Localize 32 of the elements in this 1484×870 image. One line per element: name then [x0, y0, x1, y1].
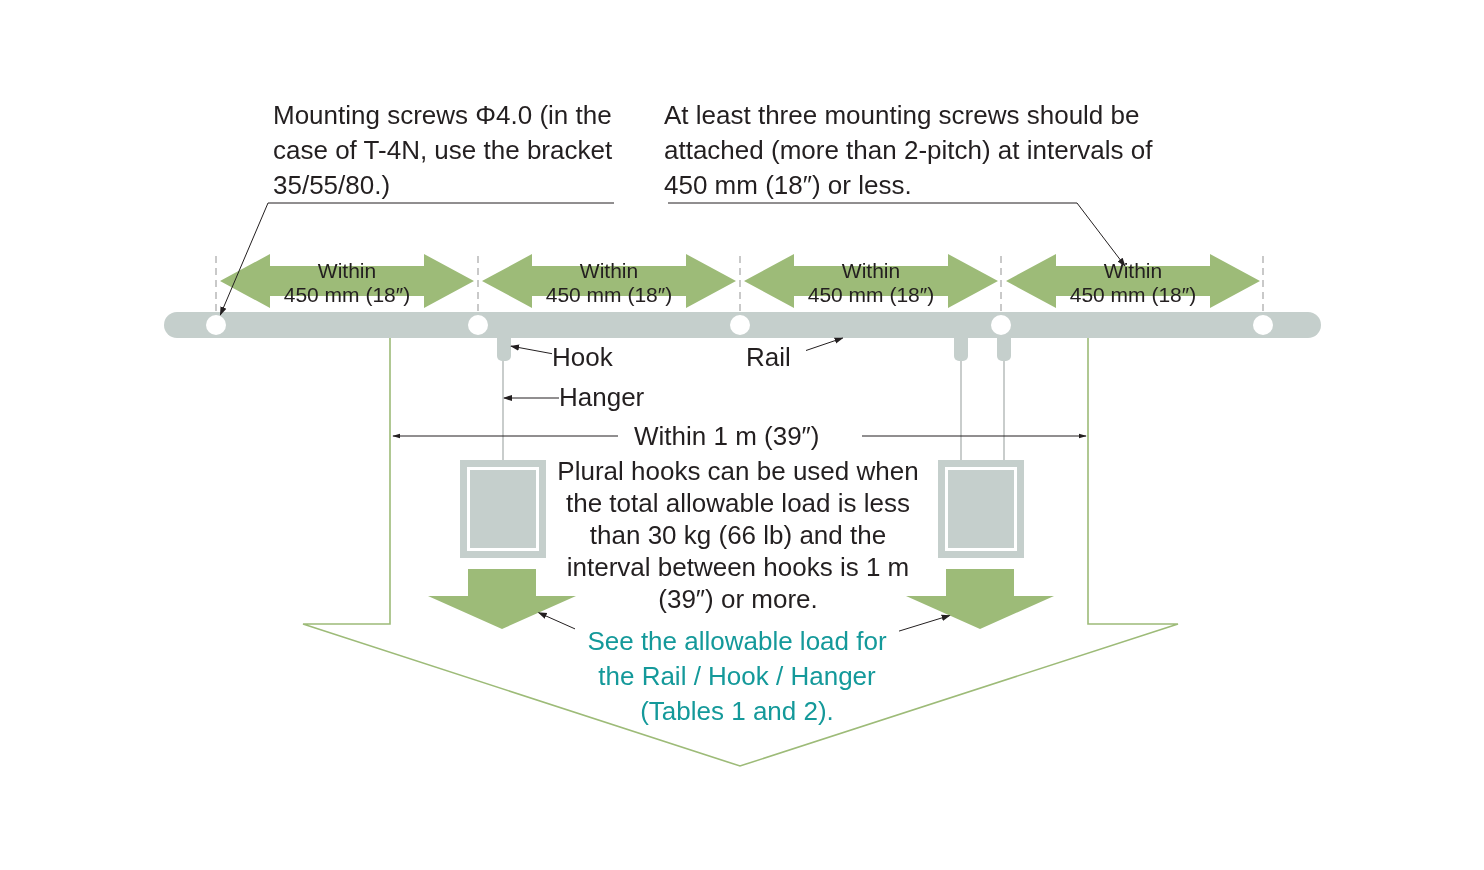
leader-line — [510, 344, 553, 355]
annotation-text: Rail — [746, 341, 792, 374]
annotation-text: Plural hooks can be used when the total allowable load is less than 30 kg (66 lb) and the interval between hooks is 1 m (39″) or more. — [556, 455, 920, 615]
interval-label: Within — [578, 259, 640, 283]
annotation-text: At least three mounting screws should be attached (more than 2-pitch) at intervals of 450 mm (18″) or less. — [664, 99, 1154, 202]
hook-drawing — [997, 338, 1011, 361]
picture-frame-drawing — [938, 460, 1024, 558]
screw-hole — [206, 315, 226, 335]
hanger-wire — [960, 361, 962, 461]
leader-line — [805, 337, 844, 351]
screw-hole — [1253, 315, 1273, 335]
hanger-wire — [1003, 361, 1005, 461]
leader-line — [537, 612, 576, 630]
annotation-text: Hanger — [559, 381, 646, 414]
screw-hole — [730, 315, 750, 335]
hook-drawing — [497, 338, 511, 361]
screw-hole — [991, 315, 1011, 335]
screw-hole — [468, 315, 488, 335]
reference-note: See the allowable load for the Rail / Hook / Hanger (Tables 1 and 2). — [586, 625, 888, 728]
annotation-text: Hook — [552, 341, 614, 374]
rail-bar — [164, 312, 1321, 338]
leader-line — [503, 394, 560, 402]
annotation-text: Mounting screws Φ4.0 (in the case of T-4N, use the bracket 35/55/80.) — [273, 99, 614, 202]
interval-label: Within — [840, 259, 902, 283]
leader-line — [219, 202, 615, 316]
leader-line — [898, 614, 951, 632]
interval-label: Within — [1102, 259, 1164, 283]
interval-label: Within — [316, 259, 378, 283]
picture-frame-drawing — [460, 460, 546, 558]
hook-drawing — [954, 338, 968, 361]
hanger-wire — [502, 361, 504, 461]
leader-line — [667, 202, 1126, 267]
